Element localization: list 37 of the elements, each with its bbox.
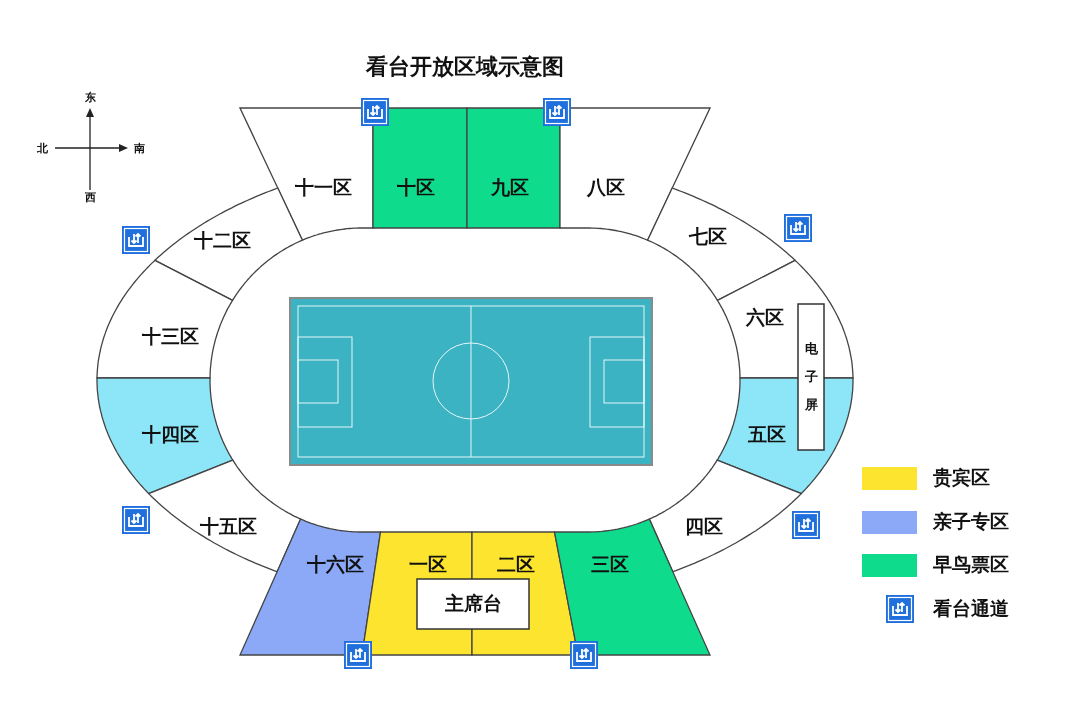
seating-section: [648, 459, 803, 573]
section-label: 十五区: [199, 514, 257, 539]
section-label: 十四区: [141, 422, 199, 447]
legend-label: 贵宾区: [933, 465, 990, 490]
section-label: 九区: [491, 175, 529, 200]
section-label: 七区: [689, 224, 727, 249]
box-label: 电子屏: [804, 340, 818, 414]
diagram-title: 看台开放区域示意图: [366, 53, 564, 81]
legend-label: 早鸟票区: [933, 552, 1009, 577]
screen-box: [797, 303, 825, 451]
grandstand-box: [416, 578, 530, 630]
section-label: 十一区: [294, 175, 352, 200]
compass-label: 北: [36, 140, 48, 156]
section-label: 六区: [746, 305, 784, 330]
seating-section: [646, 187, 797, 302]
section-label: 二区: [497, 552, 535, 577]
section-label: 八区: [587, 175, 625, 200]
section-label: 十二区: [193, 228, 251, 253]
section-label: 十区: [397, 175, 435, 200]
compass-label: 南: [133, 140, 145, 156]
section-label: 十三区: [141, 324, 199, 349]
legend-label: 亲子专区: [933, 508, 1009, 534]
seating-section: [147, 459, 302, 573]
seating-section: [466, 107, 561, 229]
compass-label: 西: [84, 189, 96, 205]
seating-section: [96, 377, 234, 495]
seating-section: [239, 518, 382, 656]
seating-section: [96, 259, 234, 379]
section-label: 四区: [685, 514, 723, 539]
seating-section: [372, 107, 468, 229]
legend-label: 看台通道: [933, 595, 1009, 621]
section-label: 五区: [748, 422, 786, 447]
compass-label: 东: [84, 89, 96, 105]
section-label: 三区: [591, 552, 629, 577]
section-label: 十六区: [306, 552, 364, 577]
section-label: 一区: [409, 552, 447, 577]
box-label: 主席台: [444, 591, 502, 616]
